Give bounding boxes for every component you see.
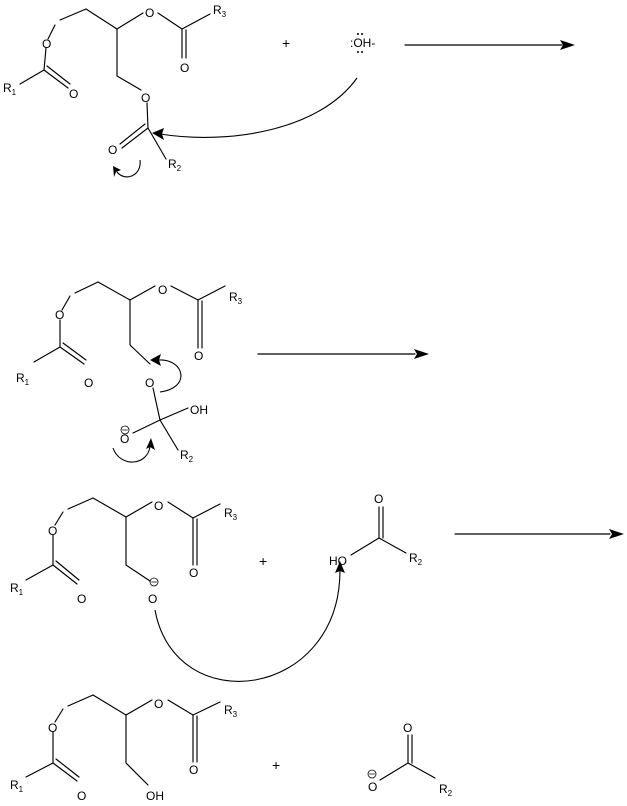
substituent-r2: R2 [439, 782, 453, 798]
atom-o-ester-1: O [42, 37, 51, 51]
atom-o-alkoxide: O [120, 432, 129, 446]
curved-arrow-ester-cleavage [150, 354, 182, 393]
step-1-triglyceride: O O O O O O R1 R3 R2 [3, 3, 227, 173]
atom-o-carbonyl-3: O [189, 763, 198, 777]
curved-arrow-carbonyl-to-oxygen [113, 159, 141, 178]
atom-o-ester-1: O [48, 721, 57, 735]
substituent-r3: R3 [224, 506, 238, 522]
substituent-r1: R1 [10, 778, 24, 794]
plus-sign: + [282, 35, 290, 51]
reaction-arrow-1 [404, 40, 575, 50]
atom-o-ester-3: O [145, 6, 154, 20]
curved-arrow-proton-abstraction [154, 561, 345, 682]
reaction-arrow-3 [454, 529, 624, 539]
atom-o-carboxylate: O [368, 780, 377, 794]
atom-o-ester-1: O [48, 524, 57, 538]
atom-hydroxyl: HO [329, 554, 347, 568]
negative-charge [149, 577, 159, 587]
atom-hydroxyl: OH [146, 789, 164, 803]
atom-o-ester-3: O [154, 697, 163, 711]
hydroxide-ion: :OH- [350, 33, 375, 53]
atom-o-carbonyl-1: O [77, 592, 86, 606]
atom-o-carbonyl-3: O [180, 61, 189, 75]
atom-o-carbonyl: O [403, 721, 412, 735]
substituent-r3: R3 [229, 290, 243, 306]
negative-charge [120, 425, 130, 435]
atom-o-carbonyl-1: O [84, 376, 93, 390]
substituent-r3: R3 [224, 703, 238, 719]
negative-charge [367, 769, 377, 779]
substituent-r2: R2 [409, 551, 423, 567]
atom-o-alkoxide: O [148, 592, 157, 606]
step-2-tetrahedral-intermediate: O O O O O OH O R1 R3 R2 [16, 281, 243, 464]
curved-arrow-hydroxide-attack [152, 77, 358, 140]
atom-o-ester-2: O [145, 376, 154, 390]
atom-o-ester-3: O [158, 283, 167, 297]
atom-o-carbonyl-2: O [108, 143, 117, 157]
atom-o-ester-2: O [141, 91, 150, 105]
atom-o-ester-3: O [154, 499, 163, 513]
step-3-alkoxide-and-acid: O O O O O R1 R3 [10, 497, 238, 606]
atom-o-carbonyl-3: O [194, 349, 203, 363]
atom-o-carbonyl: O [374, 492, 383, 506]
carboxylate-ion: O O R2 [367, 721, 453, 798]
substituent-r2: R2 [180, 448, 194, 464]
plus-sign: + [259, 553, 267, 569]
substituent-r2: R2 [168, 157, 182, 173]
substituent-r1: R1 [10, 581, 24, 597]
step-4-diglyceride: O O O O OH R1 R3 [10, 694, 238, 803]
hydroxide-label: :OH- [350, 36, 375, 50]
substituent-r3: R3 [213, 3, 227, 19]
atom-o-carbonyl-1: O [77, 789, 86, 803]
curved-arrow-alkoxide-reform [112, 438, 155, 463]
atom-o-ester-1: O [55, 308, 64, 322]
carboxylic-acid: O HO R2 [329, 492, 423, 568]
atom-o-carbonyl-1: O [69, 87, 78, 101]
substituent-r1: R1 [3, 81, 17, 97]
plus-sign: + [272, 757, 280, 773]
atom-hydroxyl: OH [190, 403, 208, 417]
atom-o-carbonyl-3: O [189, 566, 198, 580]
substituent-r1: R1 [16, 371, 30, 387]
reaction-arrow-2 [257, 349, 429, 359]
